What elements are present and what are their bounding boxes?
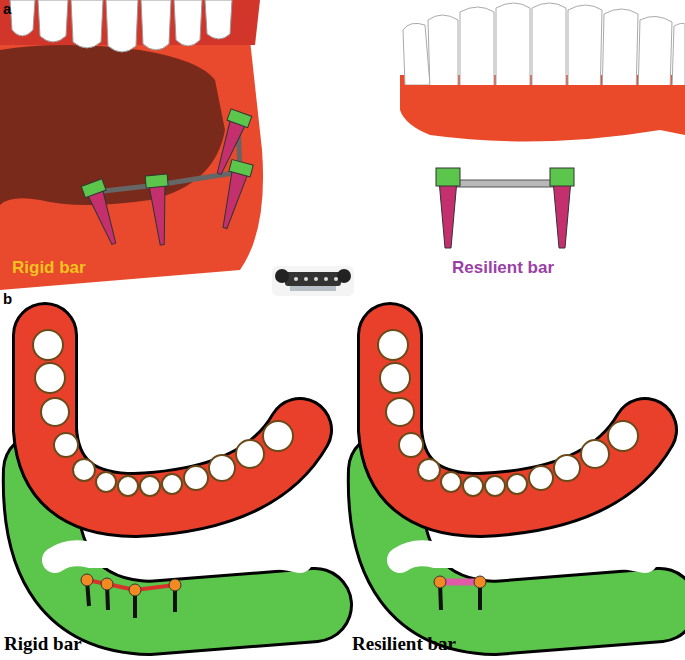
rigid-bar xyxy=(95,122,240,192)
panel-letter: a xyxy=(3,0,11,17)
part-label: Rigid bar xyxy=(12,258,86,278)
caption-label: Rigid bar xyxy=(4,633,82,655)
part-label: Resilient bar xyxy=(452,258,554,278)
panel-letter: b xyxy=(3,290,12,307)
implants xyxy=(81,109,253,248)
bar-photo xyxy=(272,266,354,296)
arch-right xyxy=(378,330,660,618)
caption-label: Resilient bar xyxy=(352,633,456,655)
jaw xyxy=(0,40,263,290)
denture-gum xyxy=(400,85,685,110)
resilient-bar xyxy=(452,180,558,187)
upper-teeth xyxy=(10,0,232,52)
implants-right xyxy=(436,168,574,248)
arch-left xyxy=(33,330,315,618)
